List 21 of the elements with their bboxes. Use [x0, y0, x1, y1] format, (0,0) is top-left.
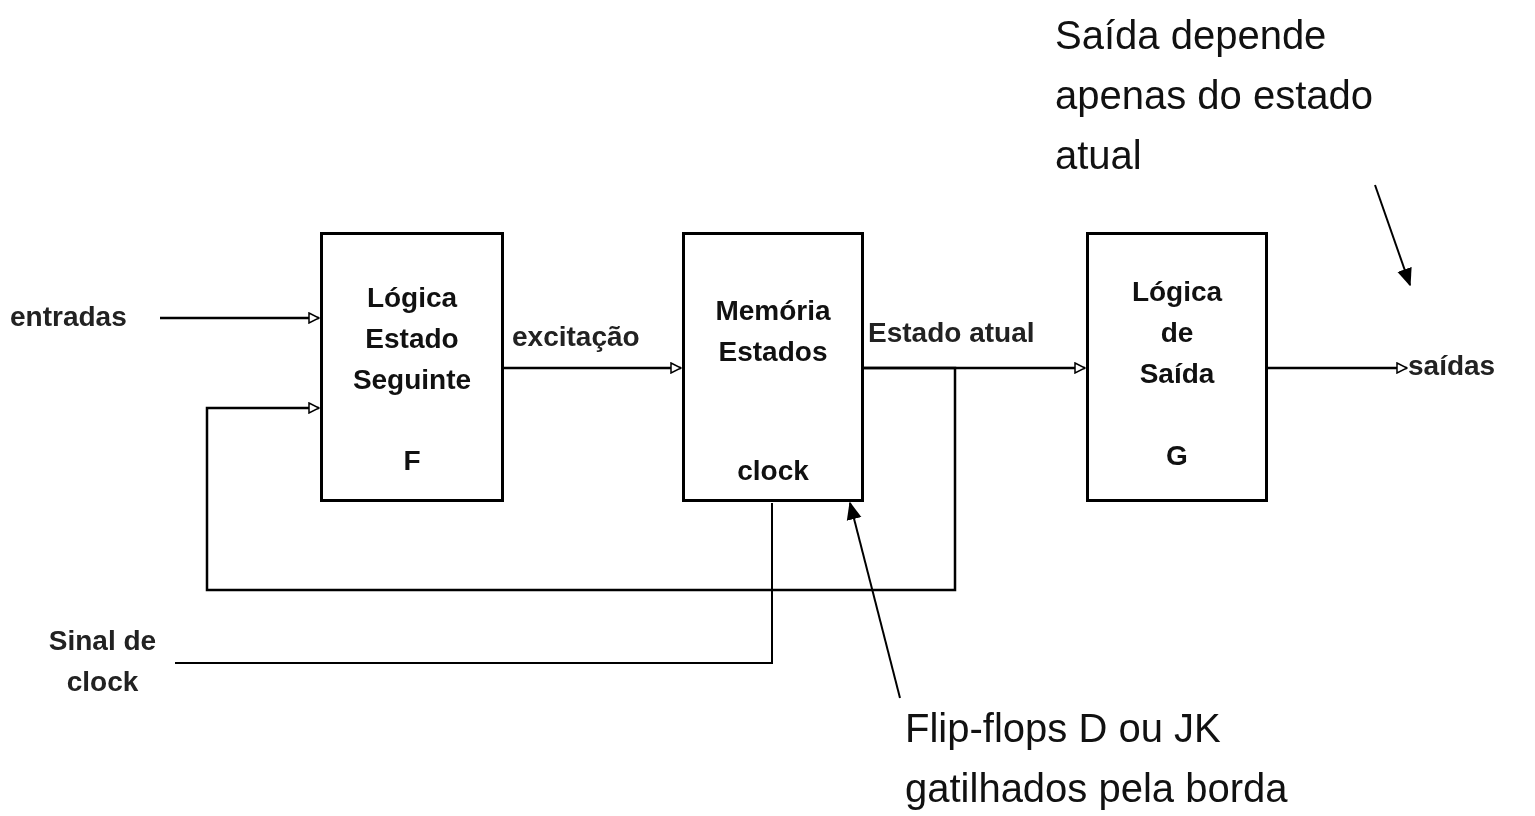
arrow — [504, 362, 682, 374]
box-title: Lógica de Saída — [1130, 275, 1224, 391]
output-label: saídas — [1408, 345, 1528, 386]
input-label: entradas — [10, 296, 160, 337]
process-box — [320, 232, 504, 502]
arrow — [205, 366, 957, 592]
signal-line — [174, 502, 773, 664]
annotation-text: Saída depende apenas do estado atual — [1055, 5, 1435, 185]
box-symbol: F — [402, 444, 422, 478]
clock-signal-label: Sinal de clock — [30, 620, 175, 702]
box-symbol: clock — [736, 454, 810, 488]
box-title: Memória Estados — [714, 294, 832, 369]
box-symbol: G — [1165, 439, 1189, 473]
arrow — [160, 312, 320, 324]
arrow — [1268, 362, 1408, 374]
leader-arrow — [1374, 184, 1412, 287]
leader-arrow — [846, 501, 901, 699]
annotation-text: Flip-flops D ou JK gatilhados pela borda — [905, 698, 1375, 816]
process-box — [1086, 232, 1268, 502]
process-box — [682, 232, 864, 502]
box-title: Lógica Estado Seguinte — [351, 281, 473, 397]
